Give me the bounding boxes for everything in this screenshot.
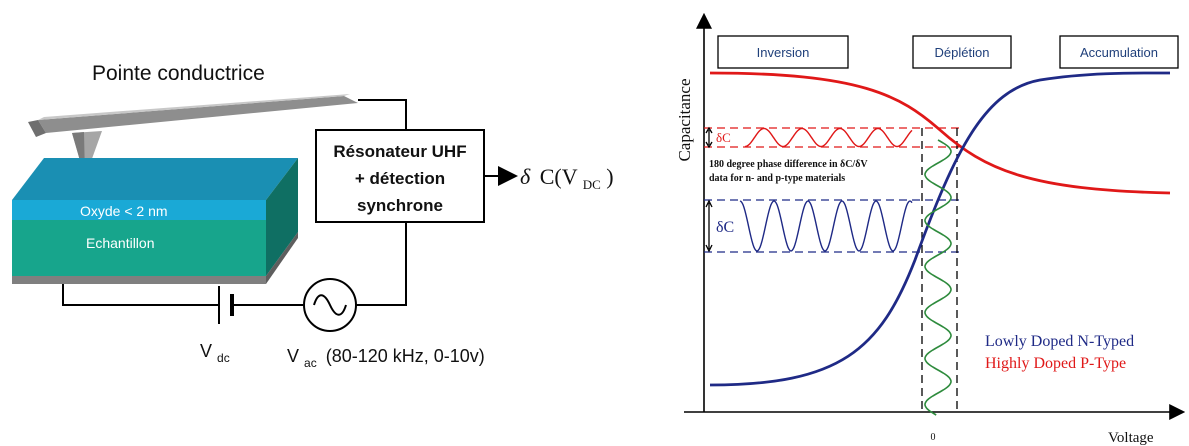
delta-c-top-label: δC [716, 130, 731, 145]
resonator-line-2: + détection [355, 169, 445, 188]
region-box-accumulation: Accumulation [1059, 35, 1179, 69]
vac-sub: ac [304, 356, 317, 370]
dc-source-symbol [218, 286, 234, 324]
sample-stack: Oxyde < 2 nm Echantillon [12, 158, 298, 284]
axes [684, 12, 1186, 420]
voltage-modulation-wave [924, 139, 952, 416]
vac-label: V ac (80-120 kHz, 0-10v) [287, 346, 485, 371]
n-type-modulation-wave [739, 200, 913, 252]
legend: Lowly Doped N-Typed Highly Doped P-Type [985, 333, 1134, 372]
region-accumulation-label: Accumulation [1080, 45, 1158, 60]
phase-note-line-2: data for n- and p-type materials [709, 173, 845, 184]
output-close: ) [606, 164, 613, 189]
vdc-label: V dc [200, 341, 230, 365]
resonator-line-1: Résonateur UHF [333, 142, 466, 161]
n-type-cv-curve [709, 71, 1171, 387]
x-zero-label: 0 [931, 432, 936, 443]
cv-curve-diagram: Capacitance Voltage 0 Inversion Déplétio… [675, 12, 1186, 446]
delta-c-marker-bottom [705, 199, 713, 253]
legend-n-type: Lowly Doped N-Typed [985, 333, 1134, 350]
circuit-wires [62, 99, 518, 306]
output-delta: δ [520, 164, 531, 189]
phase-note-line-1: 180 degree phase difference in δC/δV [709, 159, 868, 170]
substrate-layer [12, 276, 266, 284]
ac-source-symbol [303, 278, 357, 332]
region-box-inversion: Inversion [717, 35, 849, 69]
resonator-box: Résonateur UHF + détection synchrone [315, 129, 485, 223]
region-inversion-label: Inversion [757, 45, 810, 60]
vac-spec: (80-120 kHz, 0-10v) [326, 346, 485, 366]
afm-setup-diagram: Pointe conductrice Oxyde < 2 nm Echantil… [12, 62, 614, 371]
oxide-label: Oxyde < 2 nm [80, 203, 168, 219]
tip-label: Pointe conductrice [92, 62, 265, 85]
region-box-depletion: Déplétion [912, 35, 1012, 69]
output-label: δ C(V DC ) [520, 164, 614, 194]
delta-c-bottom-label: δC [716, 219, 734, 236]
p-type-cv-curve [709, 71, 1171, 195]
output-main: C(V [540, 164, 578, 189]
dashed-guides [704, 127, 960, 412]
p-type-modulation-wave [744, 127, 913, 148]
vdc-main: V [200, 341, 212, 361]
resonator-line-3: synchrone [357, 196, 443, 215]
vdc-sub: dc [217, 351, 230, 365]
region-depletion-label: Déplétion [935, 45, 990, 60]
vac-main: V [287, 346, 299, 366]
sample-label: Echantillon [86, 235, 155, 251]
output-sub: DC [583, 177, 601, 192]
x-axis-label: Voltage [1108, 430, 1154, 446]
y-axis-label: Capacitance [675, 78, 694, 161]
legend-p-type: Highly Doped P-Type [985, 355, 1126, 372]
sample-layer [12, 220, 266, 276]
delta-c-marker-top [705, 126, 713, 149]
oxide-layer [12, 200, 266, 220]
